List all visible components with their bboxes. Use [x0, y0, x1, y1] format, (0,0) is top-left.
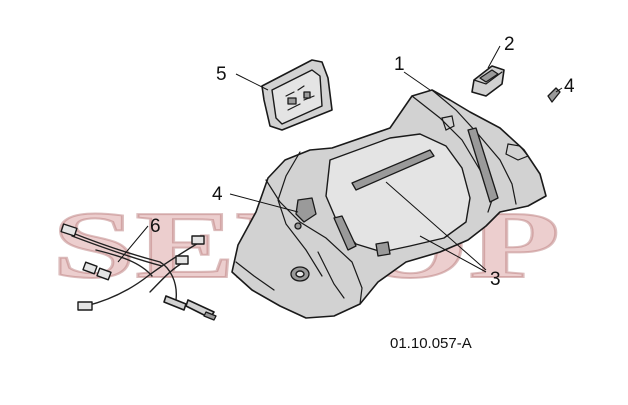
- callout-4-left: 4: [212, 184, 223, 205]
- leader-5: [235, 73, 269, 91]
- part-5-display-panel: [261, 59, 333, 131]
- callout-6: 6: [150, 216, 161, 237]
- callout-5: 5: [216, 64, 227, 85]
- callout-1: 1: [394, 54, 405, 75]
- leader-2: [487, 45, 501, 69]
- leader-4-left: [229, 193, 299, 213]
- part-1-hood-cover: [231, 89, 547, 319]
- drawing-code: 01.10.057-A: [390, 335, 472, 352]
- part-6-wiring-harness: [60, 223, 217, 321]
- callout-4-right: 4: [564, 76, 575, 97]
- leader-3a: [385, 181, 487, 271]
- leader-1: [403, 71, 431, 91]
- part-2-switch: [471, 65, 505, 97]
- leader-4-right: [555, 87, 563, 93]
- part-4-clip-left: [294, 197, 317, 230]
- leader-6: [117, 225, 149, 263]
- callout-2: 2: [504, 34, 515, 55]
- callout-3: 3: [490, 269, 501, 290]
- leader-3b: [419, 235, 487, 273]
